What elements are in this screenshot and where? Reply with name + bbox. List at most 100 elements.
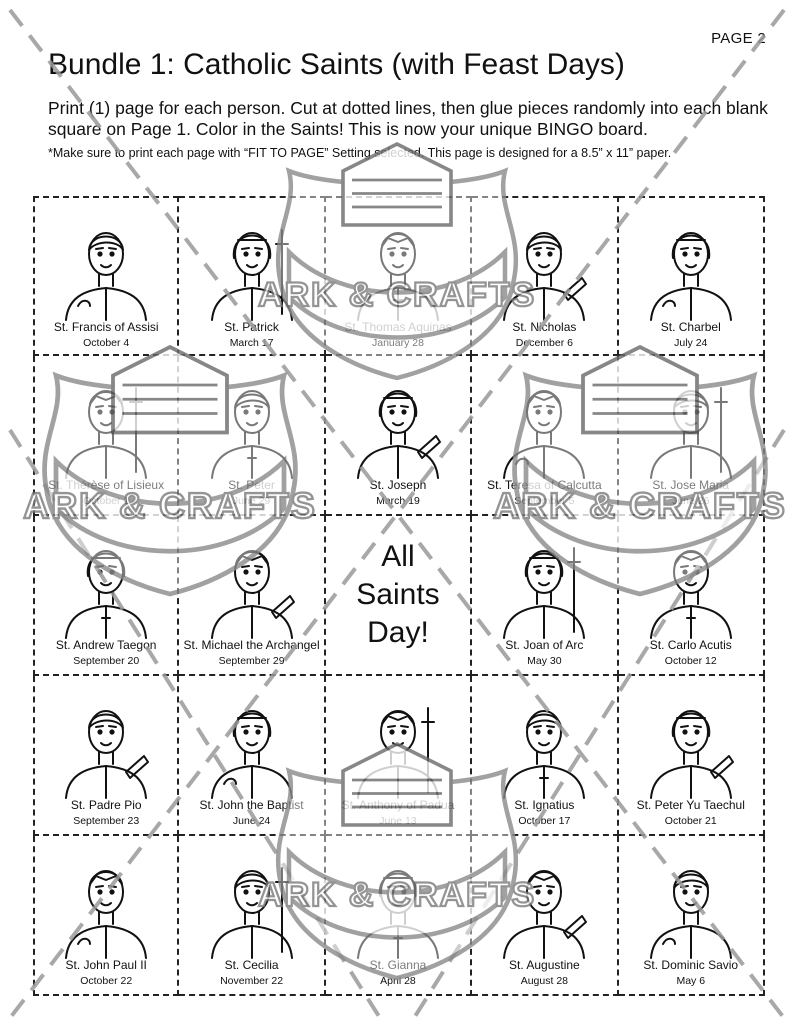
page-number: PAGE 2: [711, 30, 766, 47]
saint-dominic-drawing: [641, 848, 741, 960]
saint-charbel-drawing: [641, 210, 741, 322]
saint-gianna-drawing: [348, 848, 448, 960]
feast-day: June 24: [232, 815, 271, 827]
saint-name: St. John Paul II: [65, 958, 147, 972]
page-title: Bundle 1: Catholic Saints (with Feast Da…: [48, 48, 625, 81]
saint-michael-drawing: [202, 528, 302, 640]
saint-thomas-drawing: [348, 210, 448, 322]
saint-name: St. Francis of Assisi: [53, 320, 159, 334]
saint-name: St. Thomas Aquinas: [344, 320, 452, 334]
saint-name: St. Gianna: [369, 958, 427, 972]
feast-day: June 26: [672, 495, 710, 507]
saint-name: St. Michael the Archangel: [183, 638, 320, 652]
feast-day: May 30: [527, 655, 562, 667]
saint-name: St. Padre Pio: [70, 798, 142, 812]
feast-day: May 6: [676, 975, 706, 987]
feast-day: November 22: [220, 975, 284, 987]
saint-name: St. Peter: [228, 478, 275, 492]
saint-peter-drawing: [202, 368, 302, 480]
saint-jose-maria-drawing: [641, 368, 741, 480]
saint-name: St. Ignatius: [514, 798, 575, 812]
feast-day: October 12: [664, 655, 717, 667]
feast-day: December 6: [515, 337, 573, 349]
saint-john-baptist-drawing: [202, 688, 302, 800]
free-space-word: All: [381, 540, 415, 573]
saint-cecilia-drawing: [202, 848, 302, 960]
feast-day: August 28: [520, 975, 569, 987]
saint-francis-drawing: [56, 210, 156, 322]
feast-day: October 1: [83, 495, 130, 507]
feast-day: June 29: [232, 495, 271, 507]
saint-card: St. John Paul II October 22: [33, 836, 180, 996]
saint-patrick-drawing: [202, 210, 302, 322]
feast-day: June 13: [379, 815, 417, 827]
feast-day: October 4: [83, 337, 130, 349]
feast-day: April 28: [380, 975, 416, 987]
feast-day: September 20: [73, 655, 140, 667]
saint-name: St. Teresa of Calcutta: [487, 478, 602, 492]
feast-day: October 17: [518, 815, 571, 827]
saint-nicholas-drawing: [494, 210, 594, 322]
saint-john-paul-drawing: [56, 848, 156, 960]
print-note: *Make sure to print each page with “FIT …: [48, 146, 672, 160]
saint-anthony-drawing: [348, 688, 448, 800]
saint-name: St. Jose Maria: [652, 478, 730, 492]
free-space-word: Day!: [367, 616, 429, 649]
saint-name: St. Carlo Acutis: [649, 638, 732, 652]
feast-day: March 17: [229, 337, 274, 349]
feast-day: September 29: [218, 655, 285, 667]
saint-name: St. Anthony of Padua: [341, 798, 455, 812]
saint-name: St. Thérèse of Lisieux: [48, 478, 165, 492]
saint-carlo-drawing: [641, 528, 741, 640]
saint-name: St. Peter Yu Taechul: [636, 798, 745, 812]
saint-name: St. Patrick: [224, 320, 279, 334]
feast-day: October 21: [664, 815, 717, 827]
feast-day: September 23: [73, 815, 140, 827]
saint-name: St. Dominic Savio: [643, 958, 739, 972]
saint-joan-drawing: [494, 528, 594, 640]
saint-name: St. Andrew Taegon: [55, 638, 157, 652]
saint-ignatius-drawing: [494, 688, 594, 800]
saint-name: St. Augustine: [509, 958, 580, 972]
feast-day: September 5: [514, 495, 575, 507]
feast-day: March 19: [376, 495, 420, 507]
saint-padre-pio-drawing: [56, 688, 156, 800]
saint-peter-yu-drawing: [641, 688, 741, 800]
saint-therese-drawing: [56, 368, 156, 480]
saint-name: St. John the Baptist: [199, 798, 304, 812]
saint-name: St. Cecilia: [224, 958, 279, 972]
instructions-text: Print (1) page for each person. Cut at d…: [48, 98, 768, 139]
saint-name: St. Joan of Arc: [505, 638, 584, 652]
feast-day: July 24: [674, 337, 708, 349]
saint-name: St. Joseph: [369, 478, 427, 492]
free-space-word: Saints: [356, 578, 440, 611]
feast-day: October 22: [80, 975, 133, 987]
saint-name: St. Nicholas: [512, 320, 577, 334]
saint-augustine-drawing: [494, 848, 594, 960]
saint-teresa-drawing: [494, 368, 594, 480]
saint-joseph-drawing: [348, 368, 448, 480]
